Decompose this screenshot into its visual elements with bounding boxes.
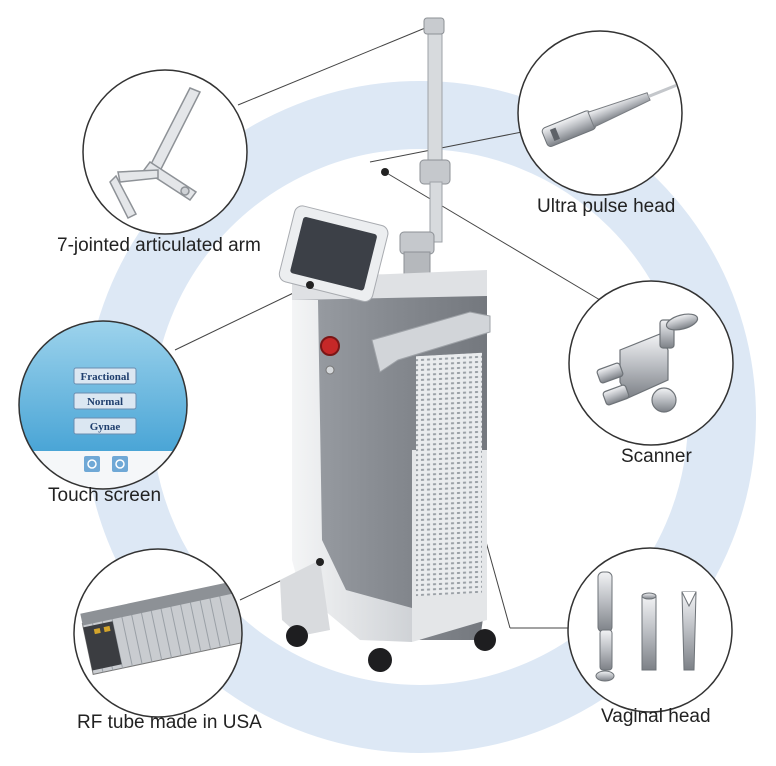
machine-monitor	[278, 205, 389, 302]
touch-button-gynae: Gynae	[90, 421, 121, 433]
label-rf-tube: RF tube made in USA	[77, 712, 262, 733]
label-ultra-pulse-head: Ultra pulse head	[537, 196, 676, 217]
arm-detail-circle	[82, 69, 248, 235]
label-vaginal-head: Vaginal head	[601, 706, 711, 727]
label-articulated-arm: 7-jointed articulated arm	[57, 235, 261, 256]
vaginal-head-detail-circle	[567, 547, 733, 713]
pulse-head-detail-circle	[517, 30, 683, 196]
rf-tube-detail-circle	[73, 548, 243, 718]
touch-screen-detail-circle: Fractional Normal Gynae	[18, 320, 188, 490]
articulated-arm	[399, 17, 451, 275]
label-scanner: Scanner	[621, 446, 692, 467]
scanner-detail-circle	[568, 280, 734, 446]
touch-button-fractional: Fractional	[81, 371, 130, 383]
label-touch-screen: Touch screen	[48, 485, 162, 506]
laser-machine	[278, 17, 496, 672]
touch-button-normal: Normal	[87, 396, 123, 408]
